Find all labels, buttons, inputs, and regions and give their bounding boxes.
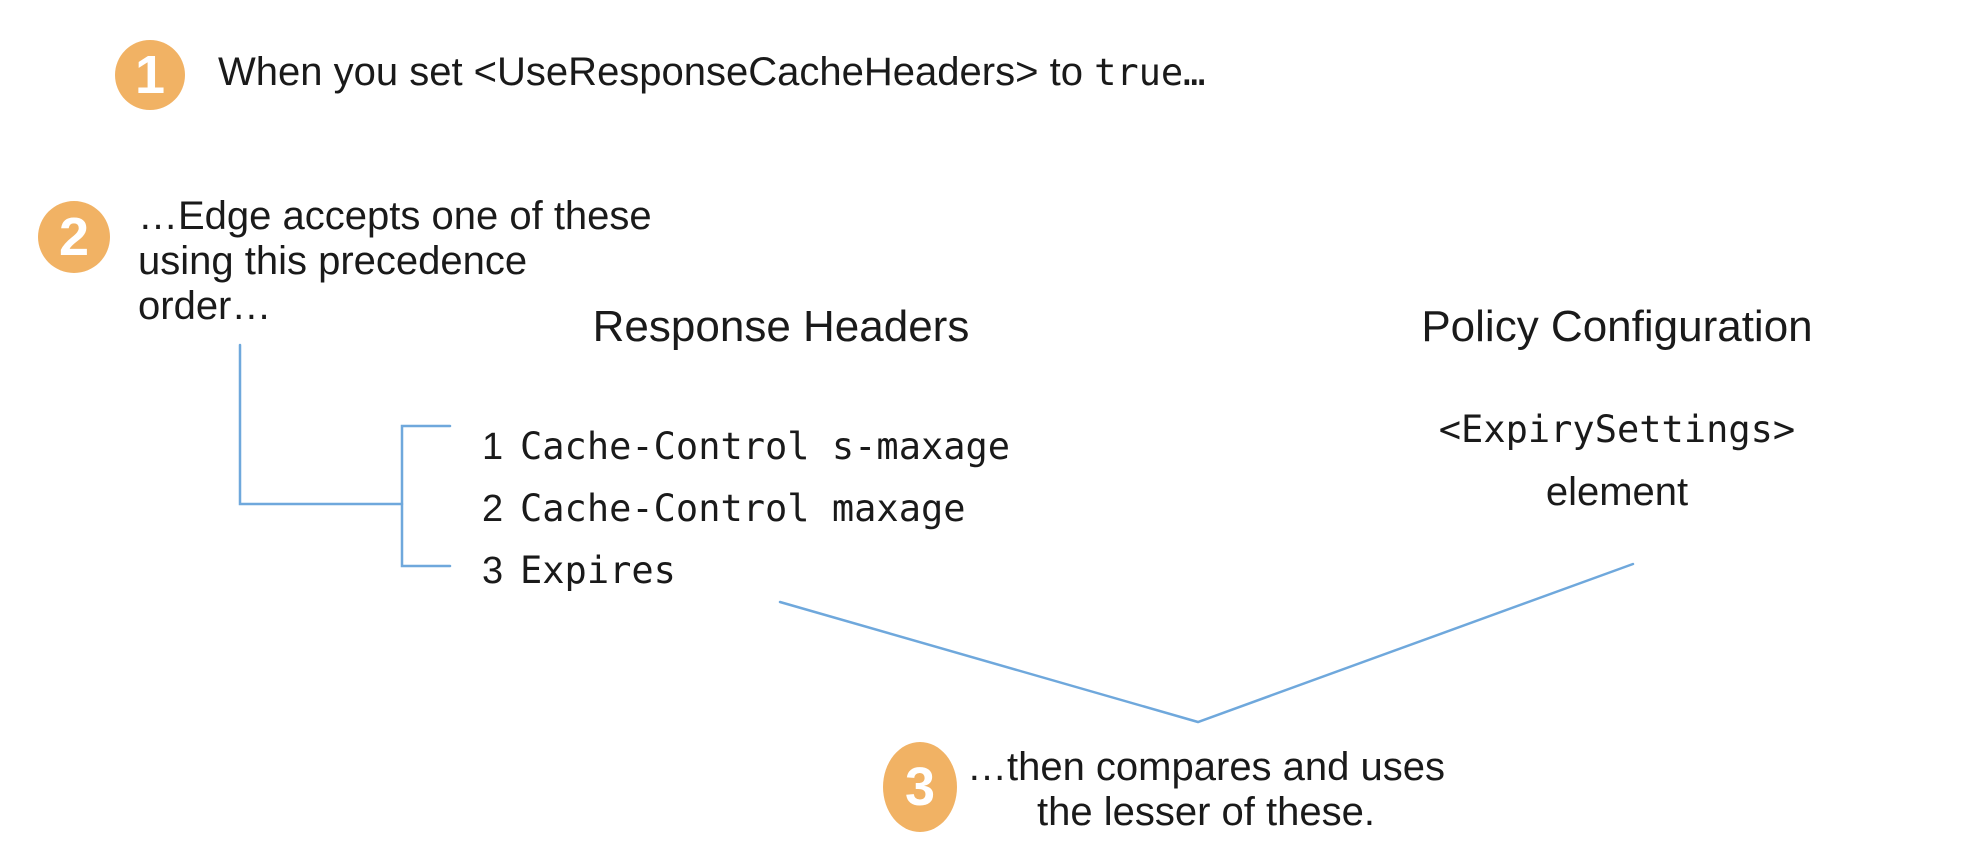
precedence-elbow-connector-line bbox=[238, 343, 404, 506]
policy-configuration-title: Policy Configuration bbox=[1421, 302, 1813, 351]
response-header-item-1-rank: 1 bbox=[482, 426, 504, 468]
step-2-badge: 2 bbox=[38, 201, 110, 273]
step-2-text-line-3: order… bbox=[138, 284, 272, 328]
step-3-text-line-2: the lesser of these. bbox=[1037, 790, 1375, 834]
step-1-text-sans: When you set <UseResponseCacheHeaders> t… bbox=[218, 50, 1095, 94]
response-header-item-2-name: Cache-Control maxage bbox=[520, 487, 966, 530]
step-2-text-line-1: …Edge accepts one of these bbox=[138, 194, 652, 238]
expiry-settings-element-code: <ExpirySettings> bbox=[1438, 408, 1796, 451]
step-2-text: …Edge accepts one of these using this pr… bbox=[138, 194, 652, 329]
step-3-text: …then compares and uses the lesser of th… bbox=[956, 745, 1456, 835]
compare-v-connector-line bbox=[778, 562, 1635, 724]
response-header-item-3-name: Expires bbox=[520, 549, 676, 592]
response-header-item-3: 3 Expires bbox=[482, 544, 1010, 606]
step-2-text-line-2: using this precedence bbox=[138, 239, 528, 283]
response-header-item-1-name: Cache-Control s-maxage bbox=[520, 425, 1011, 468]
response-headers-list: 1 Cache-Control s-maxage 2 Cache-Control m… bbox=[482, 420, 1010, 606]
step-3-badge: 3 bbox=[883, 742, 957, 832]
step-3-text-line-1: …then compares and uses bbox=[966, 745, 1446, 789]
response-headers-title: Response Headers bbox=[592, 302, 970, 351]
header-list-bracket-line bbox=[400, 424, 452, 568]
response-header-item-2-rank: 2 bbox=[482, 488, 504, 530]
step-1-badge: 1 bbox=[115, 40, 185, 110]
step-3-badge-number: 3 bbox=[904, 757, 936, 817]
response-header-item-1: 1 Cache-Control s-maxage bbox=[482, 420, 1010, 482]
response-header-item-3-rank: 3 bbox=[482, 550, 504, 592]
step-1-text: When you set <UseResponseCacheHeaders> t… bbox=[218, 48, 1205, 97]
step-2-badge-number: 2 bbox=[58, 207, 90, 267]
step-1-text-code: true… bbox=[1094, 51, 1206, 94]
step-1-badge-number: 1 bbox=[134, 45, 166, 105]
response-header-item-2: 2 Cache-Control maxage bbox=[482, 482, 1010, 544]
expiry-settings-element-caption: element bbox=[1545, 470, 1689, 514]
